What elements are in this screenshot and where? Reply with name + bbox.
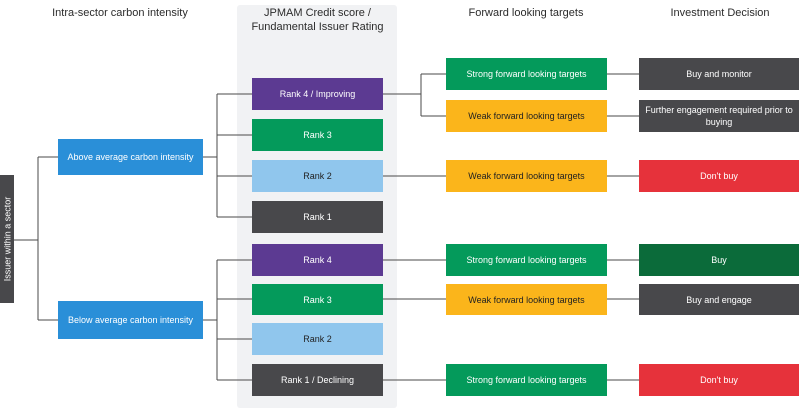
target-box: Strong forward looking targets <box>446 58 607 90</box>
target-box: Strong forward looking targets <box>446 364 607 396</box>
rank-box: Rank 2 <box>252 323 383 355</box>
rank-box: Rank 4 / Improving <box>252 78 383 110</box>
carbon-below-average: Below average carbon intensity <box>58 301 203 339</box>
rank-box: Rank 3 <box>252 284 383 315</box>
decision-box: Further engagement required prior to buy… <box>639 100 799 132</box>
rank-box: Rank 2 <box>252 160 383 192</box>
rank-box: Rank 1 <box>252 201 383 233</box>
root-issuer-within-sector: Issuer within a sector <box>0 175 14 303</box>
decision-box: Don't buy <box>639 364 799 396</box>
carbon-above-average: Above average carbon intensity <box>58 139 203 175</box>
header-investment-decision: Investment Decision <box>670 7 770 19</box>
header-credit-score: JPMAM Credit score / Fundamental Issuer … <box>251 7 384 33</box>
target-box: Weak forward looking targets <box>446 160 607 192</box>
rank-box: Rank 4 <box>252 244 383 276</box>
header-intra-sector: Intra-sector carbon intensity <box>52 7 188 19</box>
rank-box: Rank 3 <box>252 119 383 151</box>
decision-box: Buy <box>639 244 799 276</box>
decision-box: Don't buy <box>639 160 799 192</box>
target-box: Weak forward looking targets <box>446 284 607 315</box>
rank-box: Rank 1 / Declining <box>252 364 383 396</box>
header-forward-targets: Forward looking targets <box>468 7 584 19</box>
target-box: Strong forward looking targets <box>446 244 607 276</box>
target-box: Weak forward looking targets <box>446 100 607 132</box>
decision-box: Buy and monitor <box>639 58 799 90</box>
decision-box: Buy and engage <box>639 284 799 315</box>
root-label: Issuer within a sector <box>2 196 13 282</box>
